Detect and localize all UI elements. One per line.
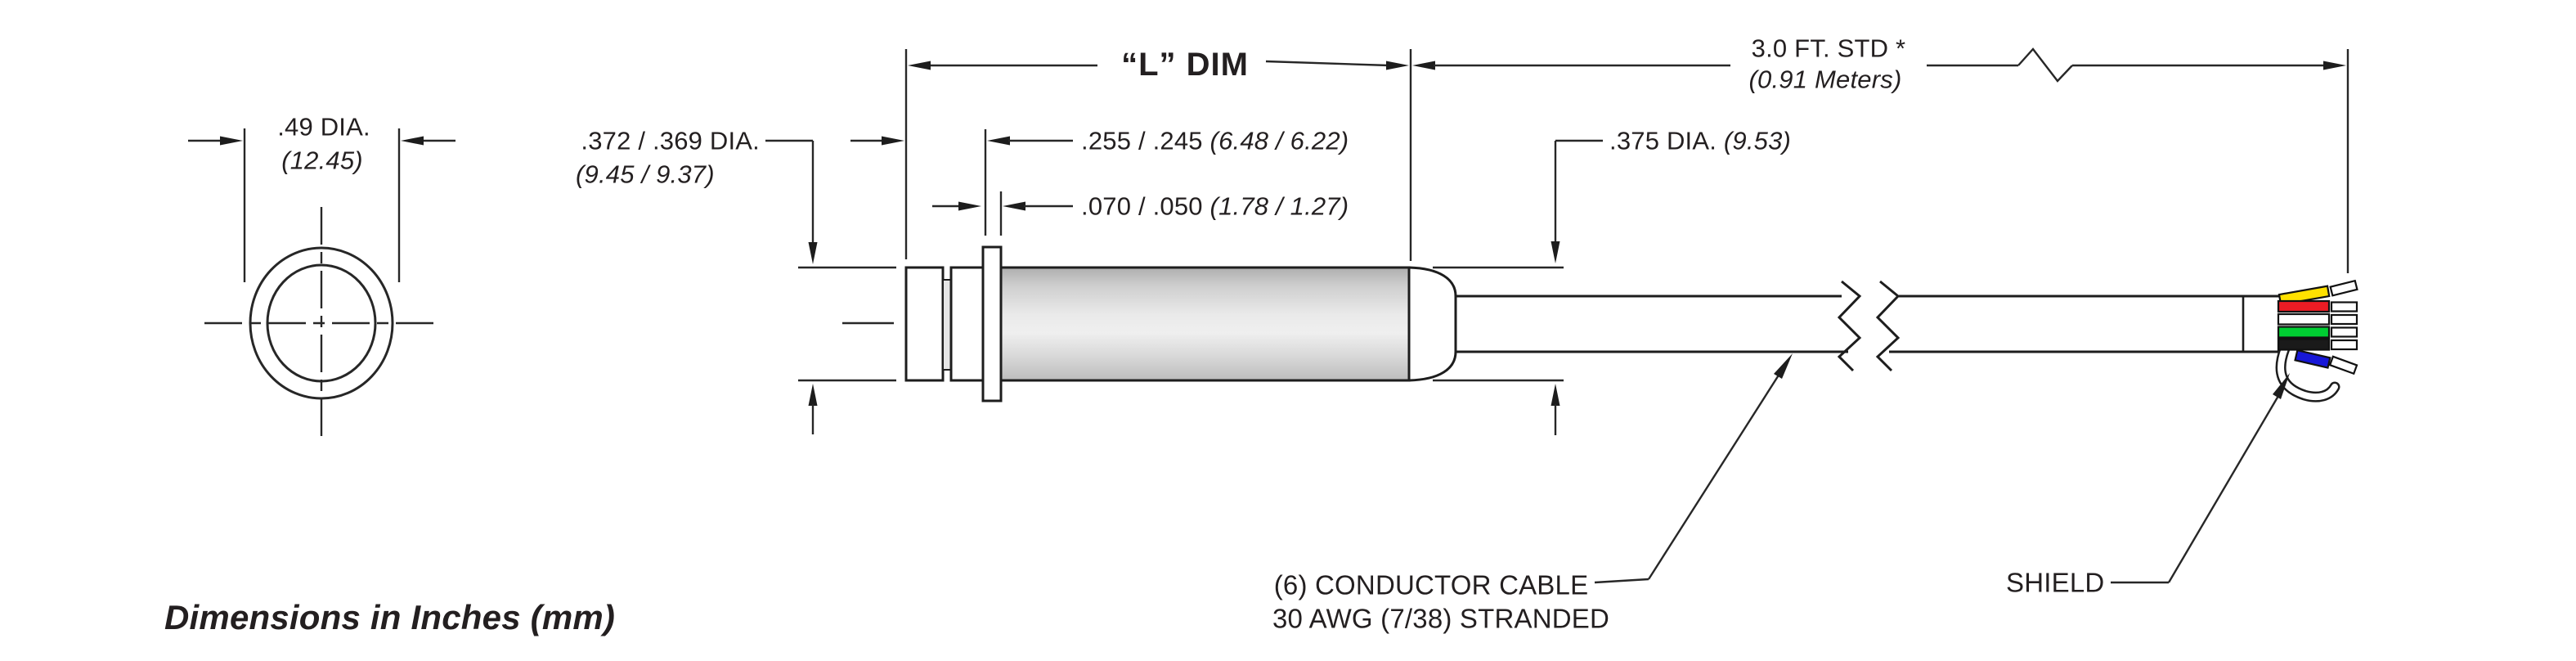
shield-drain-wire <box>2278 345 2338 401</box>
wire-tip <box>2329 279 2358 297</box>
cable-diameter-inches: .375 DIA. <box>1609 126 1717 155</box>
tip-length-inches: .255 / .245 <box>1081 126 1203 155</box>
wire-tip <box>2330 326 2358 338</box>
probe-collar <box>949 266 985 382</box>
wire-fan <box>2275 279 2358 402</box>
probe-barrel <box>999 266 1411 382</box>
side-view-body <box>842 245 1457 402</box>
cable-length-label: 3.0 FT. STD * <box>1751 34 1906 63</box>
body-diameter-metric: (9.45 / 9.37) <box>576 160 715 189</box>
arrowhead <box>1774 353 1793 379</box>
wire-white <box>2277 313 2331 326</box>
arrowhead <box>987 136 1010 146</box>
flange-thickness-inches: .070 / .050 <box>1081 191 1203 221</box>
leader-line <box>1647 373 1781 580</box>
wire-black <box>2277 338 2331 351</box>
arrowhead <box>808 242 818 264</box>
tip-length-metric: (6.48 / 6.22) <box>1209 126 1349 155</box>
wire-tip <box>2330 301 2358 313</box>
end-view-inner-circle <box>266 263 377 383</box>
arrowhead <box>1412 61 1435 70</box>
arrowhead <box>1003 201 1025 211</box>
flange-thickness-label: .070 / .050 (1.78 / 1.27) <box>1081 194 1349 219</box>
body-diameter-label: .372 / .369 DIA. <box>581 126 760 155</box>
arrowhead <box>401 136 424 146</box>
leader-line <box>1594 578 1649 584</box>
arrowhead <box>882 136 904 146</box>
arrowhead <box>2273 373 2290 399</box>
end-view <box>188 128 456 440</box>
dimension-linework <box>765 47 2349 584</box>
wire-green <box>2277 326 2331 339</box>
arrowhead <box>2323 61 2346 70</box>
arrowhead <box>908 61 931 70</box>
wire-tip <box>2328 355 2358 375</box>
cable-break-symbol <box>1875 280 1901 372</box>
dimension-line-break <box>2017 47 2073 83</box>
l-dim-label: “L” DIM <box>1121 47 1249 83</box>
conductor-callout-line2: 30 AWG (7/38) STRANDED <box>1272 603 1610 634</box>
probe-nose-dome <box>1407 266 1457 382</box>
shield-callout: SHIELD <box>2006 567 2105 598</box>
wire-blue <box>2294 348 2331 369</box>
arrowhead <box>958 201 981 211</box>
conductor-callout-line1: (6) CONDUCTOR CABLE <box>1273 569 1589 600</box>
units-note: Dimensions in Inches (mm) <box>164 598 616 636</box>
cable-diameter-metric: (9.53) <box>1723 126 1792 155</box>
dimension-line <box>1265 60 1390 67</box>
wire-tip <box>2330 313 2358 326</box>
arrowhead <box>220 136 243 146</box>
cable <box>1433 266 2287 382</box>
wire-tip <box>2330 339 2358 351</box>
probe-end-cap <box>904 266 945 382</box>
arrowhead <box>1551 241 1560 263</box>
arrowhead <box>1386 61 1409 70</box>
leader-line <box>2167 395 2280 583</box>
end-view-diameter-metric: (12.45) <box>281 146 363 175</box>
arrowhead <box>1551 384 1560 406</box>
tip-length-label: .255 / .245 (6.48 / 6.22) <box>1081 128 1349 154</box>
cable-diameter-label: .375 DIA. (9.53) <box>1609 128 1791 154</box>
cable-break-symbol <box>1837 280 1862 372</box>
end-view-diameter-label: .49 DIA. <box>277 112 370 142</box>
probe-flange <box>981 245 1003 402</box>
arrowhead <box>808 384 818 406</box>
wire-red <box>2277 299 2331 313</box>
cable-length-metric: (0.91 Meters) <box>1748 65 1902 94</box>
end-view-outer-circle <box>249 246 394 400</box>
flange-thickness-metric: (1.78 / 1.27) <box>1209 191 1349 221</box>
